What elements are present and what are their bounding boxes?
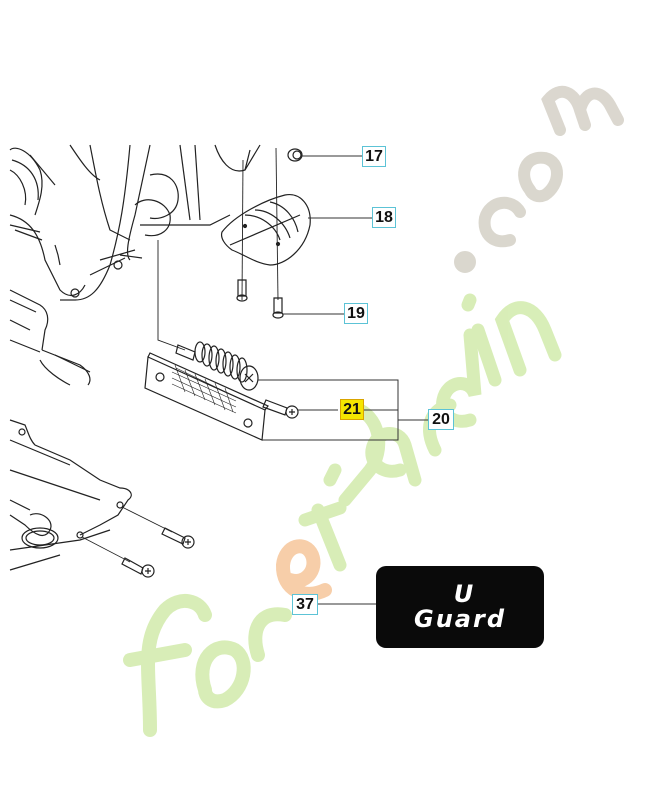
guard-plate-drawing: [9, 419, 195, 578]
watermark-foret: [123, 594, 292, 737]
plate-hatch: [171, 364, 237, 414]
saw-body-drawing: [9, 144, 261, 301]
callout-21[interactable]: 21: [340, 399, 364, 420]
left-bracket-drawing: [9, 289, 91, 386]
decal-line-2: Guard: [414, 605, 506, 633]
uguard-decal: U Guard: [376, 566, 544, 648]
spring-icon: [194, 341, 259, 391]
pad-assembly-drawing: [220, 147, 311, 319]
callout-19[interactable]: 19: [344, 303, 368, 324]
callout-17[interactable]: 17: [362, 146, 386, 167]
callout-20[interactable]: 20: [428, 409, 454, 430]
callout-18[interactable]: 18: [372, 207, 396, 228]
watermark: [123, 85, 624, 737]
leader-lines: [258, 155, 428, 605]
callout-37[interactable]: 37: [292, 594, 318, 615]
decal-line-1: U: [453, 580, 475, 608]
spring-assembly-drawing: [144, 240, 299, 441]
